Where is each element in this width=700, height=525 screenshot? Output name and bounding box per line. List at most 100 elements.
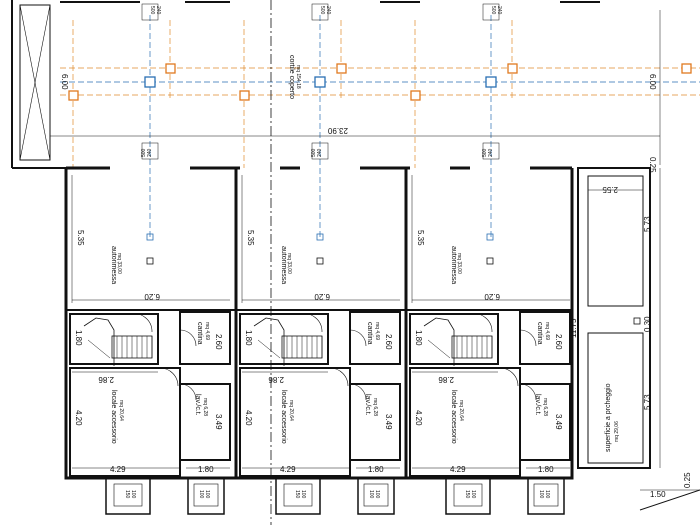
pillar-marker-orange — [336, 63, 347, 74]
laundry-name: lav./c.t. — [194, 394, 201, 416]
cellar-name: cantina — [536, 322, 543, 345]
dim-2-86: 2.86 — [438, 375, 454, 384]
dim-5-73-top: 5.73 — [643, 216, 652, 232]
dim-23-90: 23.90 — [327, 126, 348, 135]
dim-2-86: 2.86 — [268, 375, 284, 384]
window-dim-b: 100 — [130, 490, 136, 499]
pillar-marker-orange — [410, 90, 421, 101]
col-label: 240 — [317, 148, 323, 157]
dim-5-73-bot: 5.73 — [643, 394, 652, 410]
pillar-marker-orange — [68, 90, 79, 101]
laundry-name: lav./c.t. — [534, 394, 541, 416]
window-well — [105, 477, 151, 515]
cellar — [349, 311, 401, 365]
col-label: 500 — [149, 6, 155, 15]
laundry-area: mq 6,28 — [372, 398, 378, 416]
window-well — [445, 477, 491, 515]
staircase — [423, 313, 493, 366]
col-label: 500 — [319, 6, 325, 15]
col-label: 240 — [155, 6, 161, 15]
column-labels-top: 500 240 500 240 500 240 500 240 500 240 … — [141, 3, 502, 160]
accessory-area: mq 20,64 — [288, 400, 294, 421]
pillar-marker-orange — [239, 90, 250, 101]
cellar — [519, 311, 571, 365]
cellar-area: mq 4,69 — [204, 322, 210, 340]
void-box — [19, 4, 51, 161]
dim-6-20: 6.20 — [484, 292, 500, 301]
dim-0-25-top: 0.25 — [648, 157, 657, 173]
garage-pillar — [486, 257, 494, 265]
building-walls — [64, 166, 574, 480]
garage-name: autorimessa — [280, 246, 287, 284]
window-well — [357, 477, 395, 515]
stair-dim: 1.80 — [244, 330, 253, 346]
cellar-name: cantina — [196, 322, 203, 345]
garage-name: autorimessa — [450, 246, 457, 284]
axis-marker-small — [486, 233, 494, 241]
dim-3-49: 3.49 — [384, 414, 393, 430]
staircase — [253, 313, 323, 366]
window-dim-a: 150 — [294, 490, 300, 499]
dim-3-49: 3.49 — [554, 414, 563, 430]
axis-marker-small — [146, 233, 154, 241]
stair-dim: 1.80 — [74, 330, 83, 346]
cellar-area: mq 4,69 — [544, 322, 550, 340]
window-dim-a: 150 — [464, 490, 470, 499]
accessory-room — [239, 367, 351, 477]
dim-2-55: 2.55 — [602, 185, 618, 194]
covered-yard-area: mq 154,18 — [295, 65, 301, 89]
laundry-room — [519, 383, 571, 461]
dim-4-29: 4.29 — [450, 465, 466, 474]
dim-5-35: 5.35 — [416, 230, 425, 246]
dim-1-50: 1.50 — [650, 490, 666, 499]
parking-area: mq 29,06 — [614, 421, 620, 442]
dim-2-60: 2.60 — [384, 334, 393, 350]
garage-pillar — [316, 257, 324, 265]
pillar-marker-orange — [165, 63, 176, 74]
laundry-room — [349, 383, 401, 461]
pillar-marker-blue — [144, 76, 156, 88]
accessory-name: locale accessorio — [110, 390, 117, 444]
dim-4-29: 4.29 — [280, 465, 296, 474]
window-dim-a: 150 — [124, 490, 130, 499]
window-dim-b: 100 — [544, 490, 550, 499]
axis-marker-small — [316, 233, 324, 241]
dim-0-25-bottom: 0.25 — [683, 472, 692, 488]
dim-4-29: 4.29 — [110, 465, 126, 474]
dim-4-20: 4.20 — [74, 410, 83, 426]
pillar-marker-blue — [314, 76, 326, 88]
pillar — [633, 317, 641, 325]
pillar-marker-orange — [507, 63, 518, 74]
accessory-name: locale accessorio — [280, 390, 287, 444]
window-dim-b: 100 — [300, 490, 306, 499]
pillar-marker-blue — [485, 76, 497, 88]
laundry-area: mq 6,28 — [202, 398, 208, 416]
accessory-area: mq 20,64 — [458, 400, 464, 421]
garage-area: mq 33,00 — [456, 253, 462, 274]
cellar-area: mq 4,69 — [374, 322, 380, 340]
col-label: 500 — [311, 148, 317, 157]
dim-2-86: 2.86 — [98, 375, 114, 384]
col-label: 240 — [488, 148, 494, 157]
covered-yard-name: cortile coperto — [288, 55, 295, 99]
dim-5-35: 5.35 — [76, 230, 85, 246]
accessory-area: mq 20,64 — [118, 400, 124, 421]
parking-slot-bottom — [587, 332, 644, 464]
dim-1-80: 1.80 — [538, 465, 554, 474]
dim-5-35: 5.35 — [246, 230, 255, 246]
dim-1-80: 1.80 — [198, 465, 214, 474]
dim-6-20: 6.20 — [144, 292, 160, 301]
window-dim-a: 100 — [368, 490, 374, 499]
col-label: 240 — [147, 148, 153, 157]
dim-2-60: 2.60 — [554, 334, 563, 350]
dim-0-30: 0.30 — [643, 316, 652, 332]
garage-pillar — [146, 257, 154, 265]
stair-dim: 1.80 — [414, 330, 423, 346]
laundry-area: mq 6,28 — [542, 398, 548, 416]
parking-block: 2.55 5.73 0.30 5.73 11.75 0.25 1.50 supe… — [569, 167, 700, 511]
dim-6-20: 6.20 — [314, 292, 330, 301]
